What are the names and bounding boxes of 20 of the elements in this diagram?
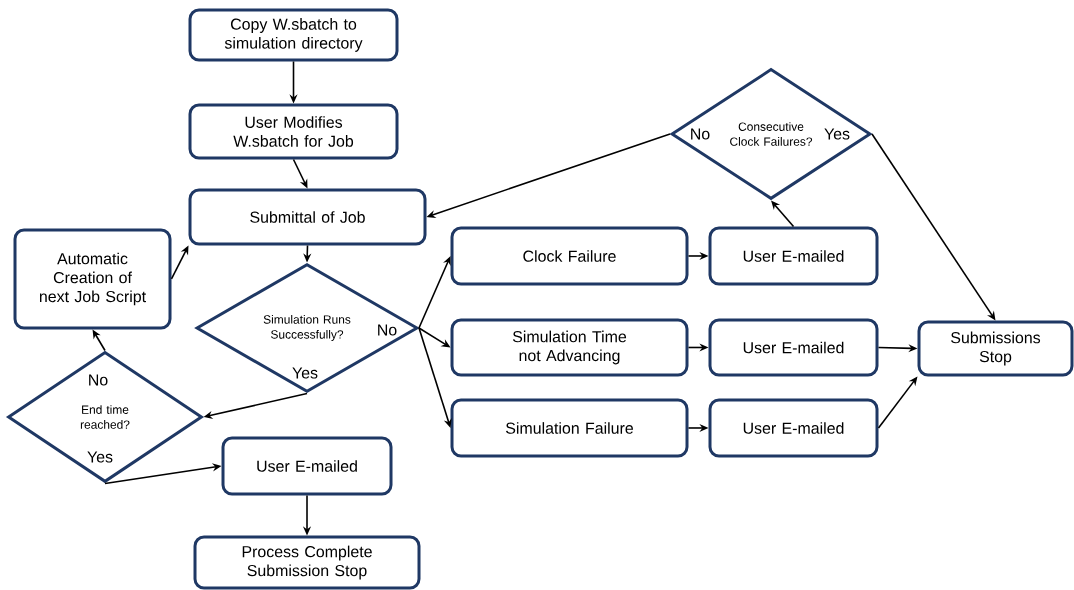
branch-label: Yes (824, 128, 850, 140)
process-box: Automatic Creation of next Job Script (13, 228, 172, 330)
process-box: Submissions Stop (917, 320, 1074, 377)
process-box: User Modifies W.sbatch for Job (188, 103, 399, 160)
process-box: User E-mailed (221, 436, 393, 496)
process-box: Simulation Time not Advancing (450, 318, 689, 377)
process-box: Copy W.sbatch to simulation directory (188, 8, 399, 62)
branch-label: No (691, 128, 710, 140)
process-box: User E-mailed (708, 226, 879, 286)
process-box: Submittal of Job (188, 188, 427, 246)
branch-label: Yes (292, 367, 318, 379)
process-box: User E-mailed (708, 398, 879, 458)
branch-label: No (89, 374, 108, 386)
process-box: User E-mailed (708, 318, 879, 377)
process-box: Process Complete Submission Stop (193, 535, 421, 590)
process-box: Simulation Failure (450, 398, 689, 458)
branch-label: Yes (87, 451, 113, 463)
branch-label: No (378, 324, 397, 336)
arrow (418, 256, 451, 329)
process-box: Clock Failure (450, 226, 689, 286)
